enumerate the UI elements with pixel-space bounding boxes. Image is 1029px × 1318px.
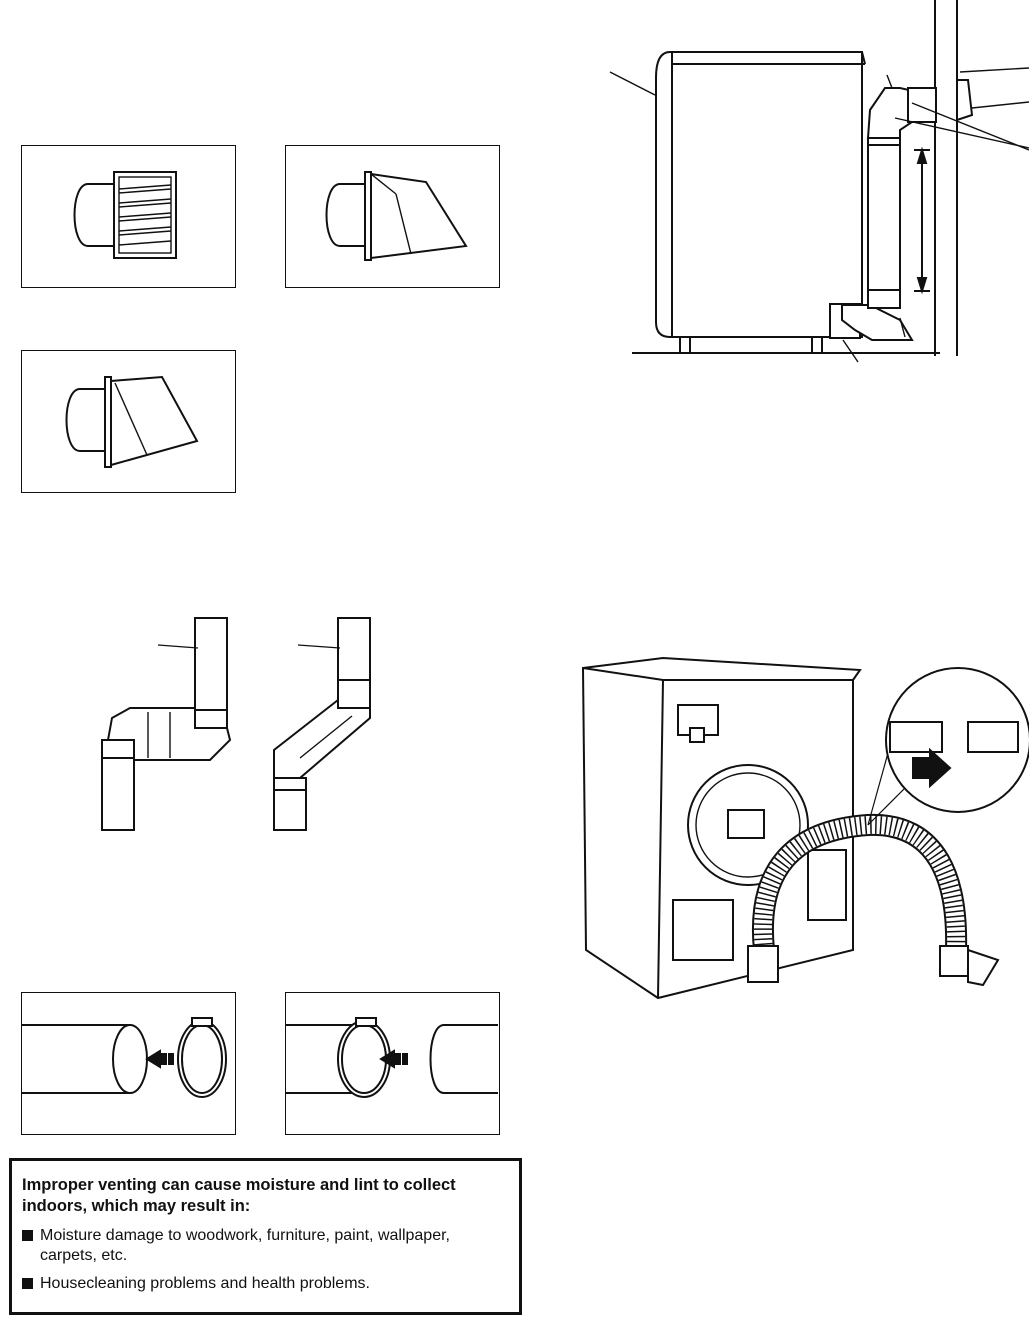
- elbow-configurations-figure: [90, 600, 390, 840]
- dryer-rear-flex-vent-icon: [581, 656, 1029, 1000]
- clamp-panel-right: [285, 992, 500, 1135]
- angled-elbow-icon: [273, 617, 371, 831]
- dryer-side-vent-figure: [600, 0, 1029, 370]
- venting-warning-box: Improper venting can cause moisture and …: [9, 1158, 522, 1315]
- warning-heading: Improper venting can cause moisture and …: [22, 1176, 456, 1215]
- clamp-panel-left: [21, 992, 236, 1135]
- clamped-joint-icon: [286, 1017, 498, 1098]
- warning-item-text: Moisture damage to woodwork, furniture, …: [40, 1227, 450, 1264]
- bullet-square-icon: [22, 1230, 33, 1241]
- warning-item: Housecleaning problems and health proble…: [22, 1274, 509, 1294]
- dryer-rear-flex-vent-figure: [578, 650, 1029, 1000]
- box-hood-icon: [325, 171, 468, 261]
- offset-elbow-icon: [101, 617, 232, 831]
- angled-hood-icon: [65, 375, 199, 468]
- warning-item-text: Housecleaning problems and health proble…: [40, 1275, 370, 1292]
- louvered-hood-icon: [73, 171, 177, 259]
- warning-item: Moisture damage to woodwork, furniture, …: [22, 1226, 509, 1266]
- clamp-icon: [22, 1017, 227, 1098]
- bullet-square-icon: [22, 1278, 33, 1289]
- dryer-side-vent-icon: [609, 0, 1029, 363]
- exhaust-hood-box-panel: [285, 145, 500, 288]
- exhaust-hood-louvered-panel: [21, 145, 236, 288]
- exhaust-hood-angled-panel: [21, 350, 236, 493]
